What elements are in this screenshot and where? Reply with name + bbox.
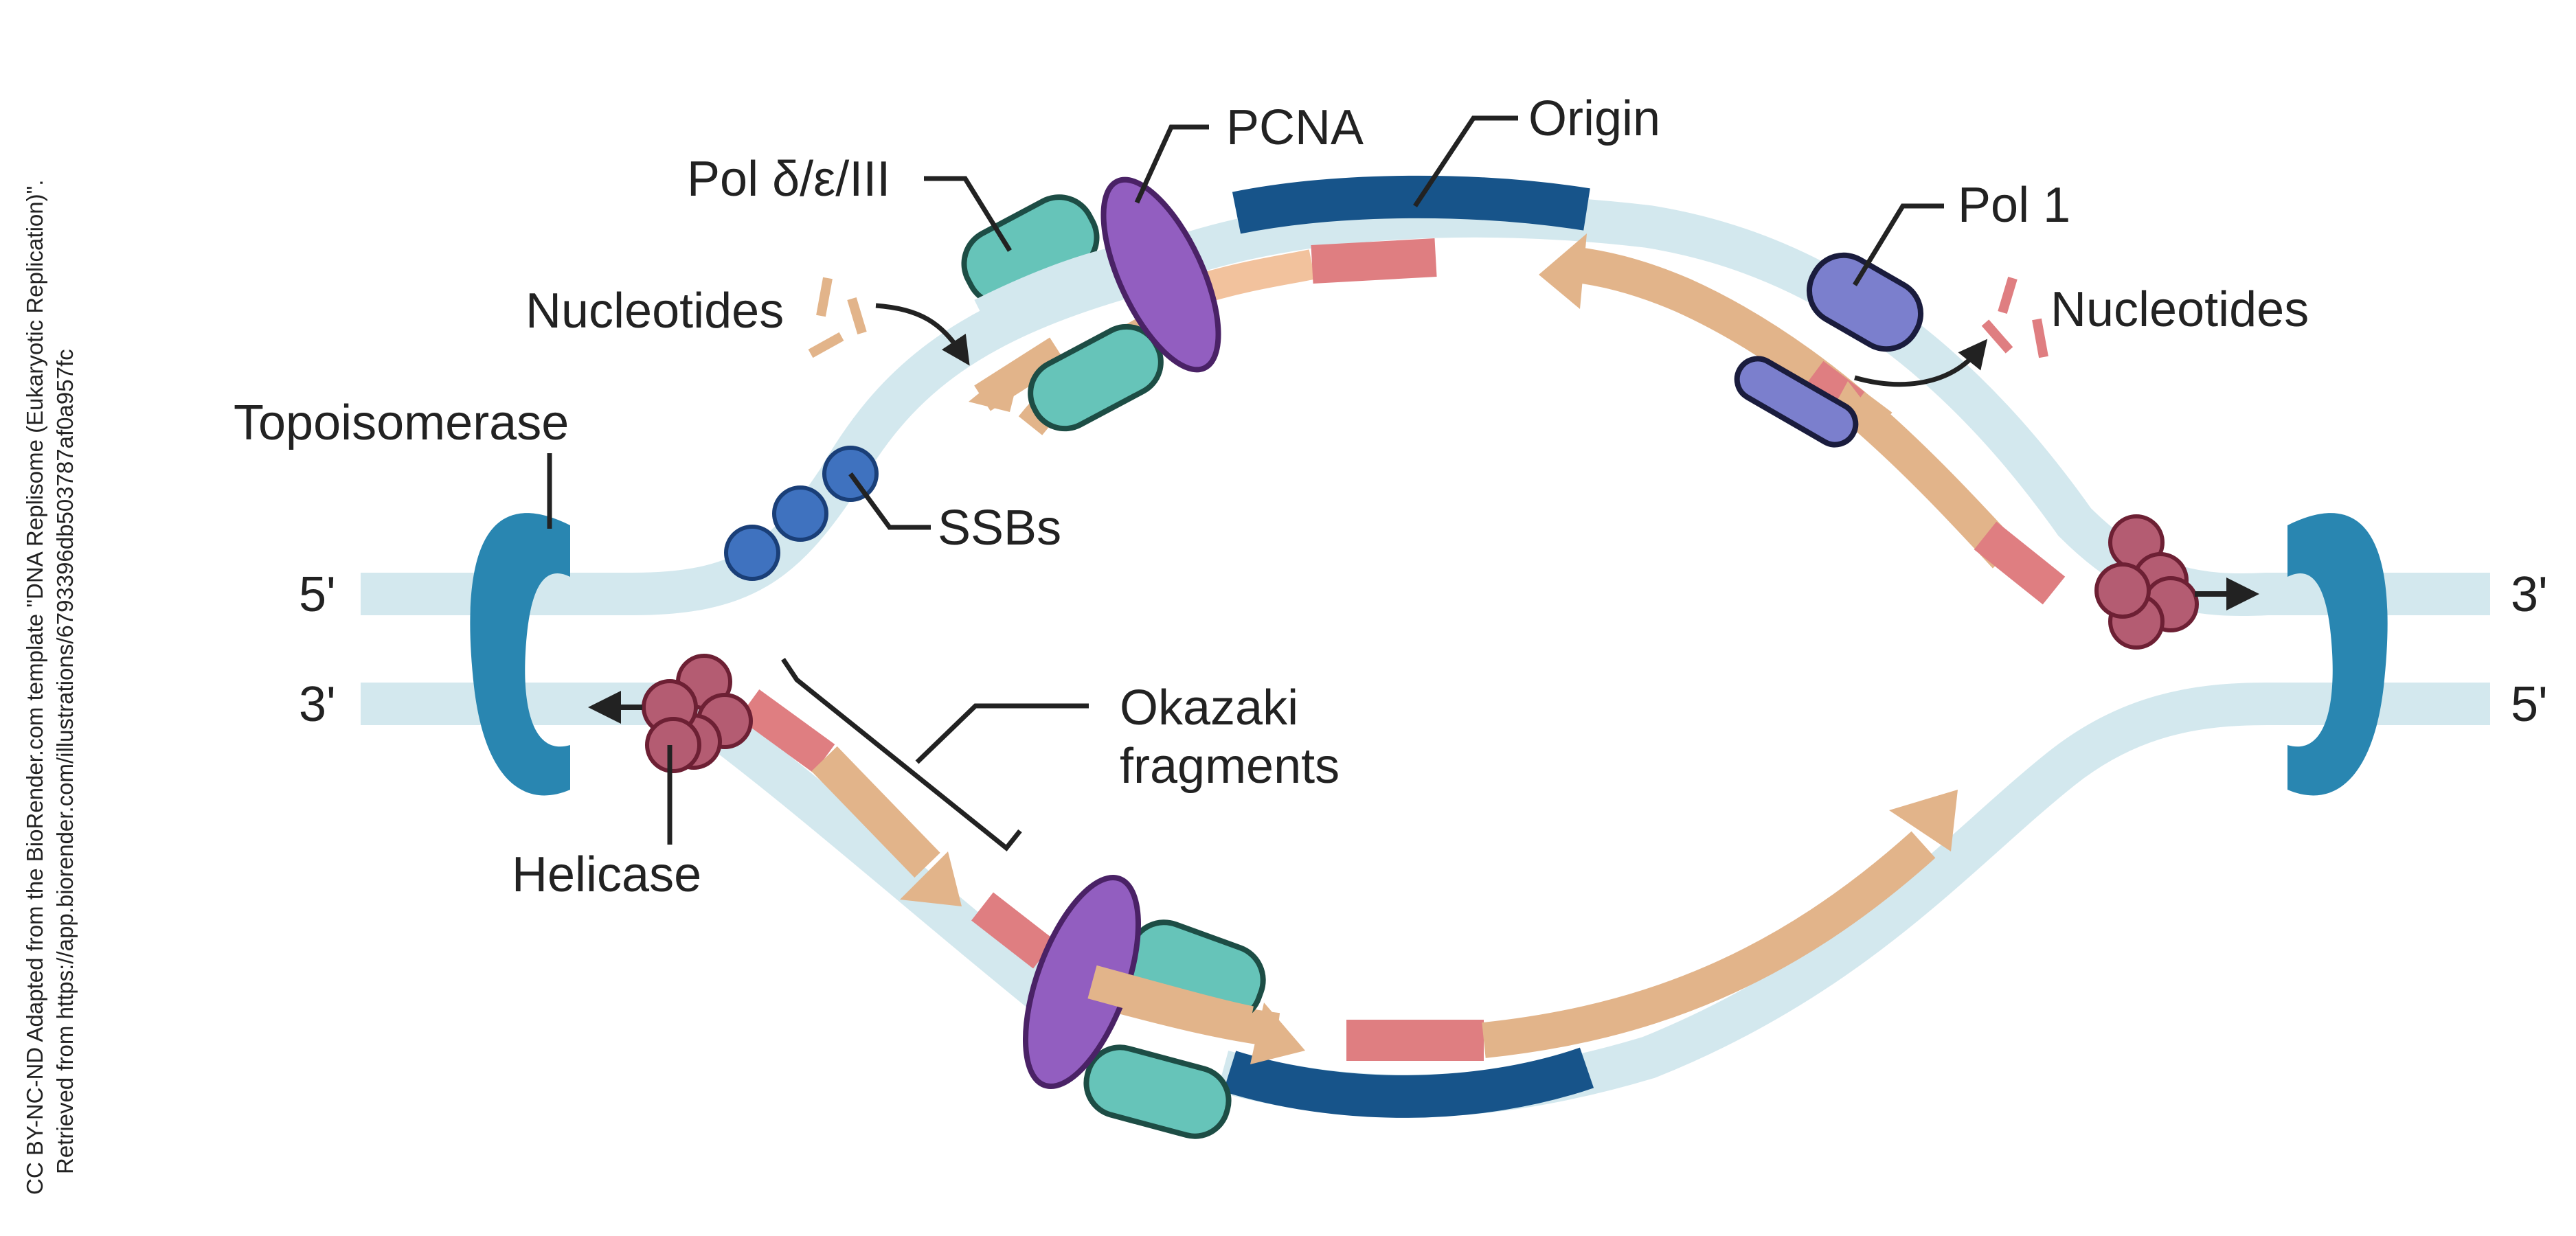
leader-pcna bbox=[1134, 124, 1209, 204]
label-nucleotides-left: Nucleotides bbox=[526, 284, 784, 339]
label-pcna: PCNA bbox=[1226, 100, 1364, 155]
leader-ssbs bbox=[848, 472, 931, 530]
nucleotide-right bbox=[2032, 318, 2048, 358]
ssb-2 bbox=[772, 485, 828, 542]
leader-lines bbox=[547, 115, 1988, 851]
label-okazaki-1: Okazaki bbox=[1120, 680, 1298, 735]
pol1-lower bbox=[1734, 356, 1859, 448]
okazaki-arrowhead-1 bbox=[900, 851, 962, 906]
label-origin: Origin bbox=[1528, 91, 1660, 146]
pcna-icon bbox=[1100, 176, 1221, 373]
arrowhead-bottom-left bbox=[1250, 1003, 1305, 1064]
primer-right bbox=[1974, 521, 2066, 605]
credit-line-2: Retrieved from https://app.biorender.com… bbox=[52, 349, 78, 1174]
nucleotide-right bbox=[1998, 276, 2018, 314]
topoisomerase-left bbox=[470, 513, 570, 796]
label-ssbs: SSBs bbox=[938, 501, 1061, 556]
strand-end-left-bottom: 3' bbox=[299, 677, 336, 732]
primer-okazaki-2 bbox=[971, 892, 1055, 969]
label-pol1: Pol 1 bbox=[1958, 178, 2070, 233]
attribution: CC BY-NC-ND Adapted from the BioRender.c… bbox=[22, 180, 78, 1195]
parental-dna bbox=[361, 194, 2490, 1118]
origin-bottom bbox=[1223, 1047, 1594, 1118]
topoisomerase-icon bbox=[470, 513, 570, 796]
leader-okazaki bbox=[915, 703, 1089, 764]
primer-okazaki-1 bbox=[738, 689, 835, 774]
nucleotides-left-arrow bbox=[875, 303, 970, 366]
label-pol-delta: Pol δ/ε/III bbox=[687, 152, 890, 207]
pol1-upper bbox=[1806, 252, 1924, 352]
arrowhead-bottom-right bbox=[1889, 790, 1958, 851]
strand-end-left-top: 5' bbox=[299, 567, 336, 622]
nucleotide-right bbox=[1981, 319, 2013, 354]
new-strand-top-right bbox=[1570, 247, 2020, 569]
nucleotide-left bbox=[816, 277, 833, 317]
helicase-icon bbox=[642, 654, 753, 773]
polymerase-bottom-lower bbox=[1083, 1044, 1232, 1139]
helicase-left-bead bbox=[645, 717, 701, 773]
leading-arrow-top-head bbox=[969, 357, 1024, 412]
arrowhead-top-right bbox=[1539, 233, 1587, 309]
helicase-right-bead bbox=[2094, 562, 2151, 619]
nucleotides-right-arrow bbox=[1854, 339, 1988, 387]
primer-top bbox=[1311, 238, 1437, 284]
helicase-icon bbox=[2094, 514, 2199, 650]
origin-top bbox=[1232, 175, 1590, 234]
label-okazaki-2: fragments bbox=[1120, 739, 1340, 794]
okazaki-fragment-1 bbox=[811, 746, 940, 878]
nucleotides-left-icon bbox=[808, 277, 867, 358]
leader-pol1 bbox=[1853, 203, 1944, 286]
okazaki-bracket bbox=[781, 658, 1022, 851]
label-helicase: Helicase bbox=[512, 847, 701, 902]
pol1-icon bbox=[1734, 252, 1924, 448]
nucleotide-left bbox=[847, 297, 867, 335]
new-strand-bottom-replisome bbox=[1087, 965, 1254, 1040]
leader-origin bbox=[1413, 115, 1518, 207]
credit-line-1: CC BY-NC-ND Adapted from the BioRender.c… bbox=[22, 180, 47, 1195]
strand-end-right-top: 3' bbox=[2511, 567, 2548, 622]
nucleotide-left bbox=[808, 332, 844, 358]
ssb-1 bbox=[724, 525, 780, 581]
new-strand-top-center bbox=[1197, 249, 1315, 304]
label-topoisomerase: Topoisomerase bbox=[234, 396, 569, 450]
nucleotides-right-icon bbox=[1981, 276, 2048, 358]
new-strand-bottom-right bbox=[1482, 831, 1936, 1058]
leader-pol-delta bbox=[924, 176, 1012, 252]
strand-end-right-bottom: 5' bbox=[2511, 677, 2548, 732]
topoisomerase-icon bbox=[2287, 513, 2388, 796]
topoisomerase-right bbox=[2287, 513, 2388, 796]
label-nucleotides-right: Nucleotides bbox=[2050, 282, 2309, 337]
